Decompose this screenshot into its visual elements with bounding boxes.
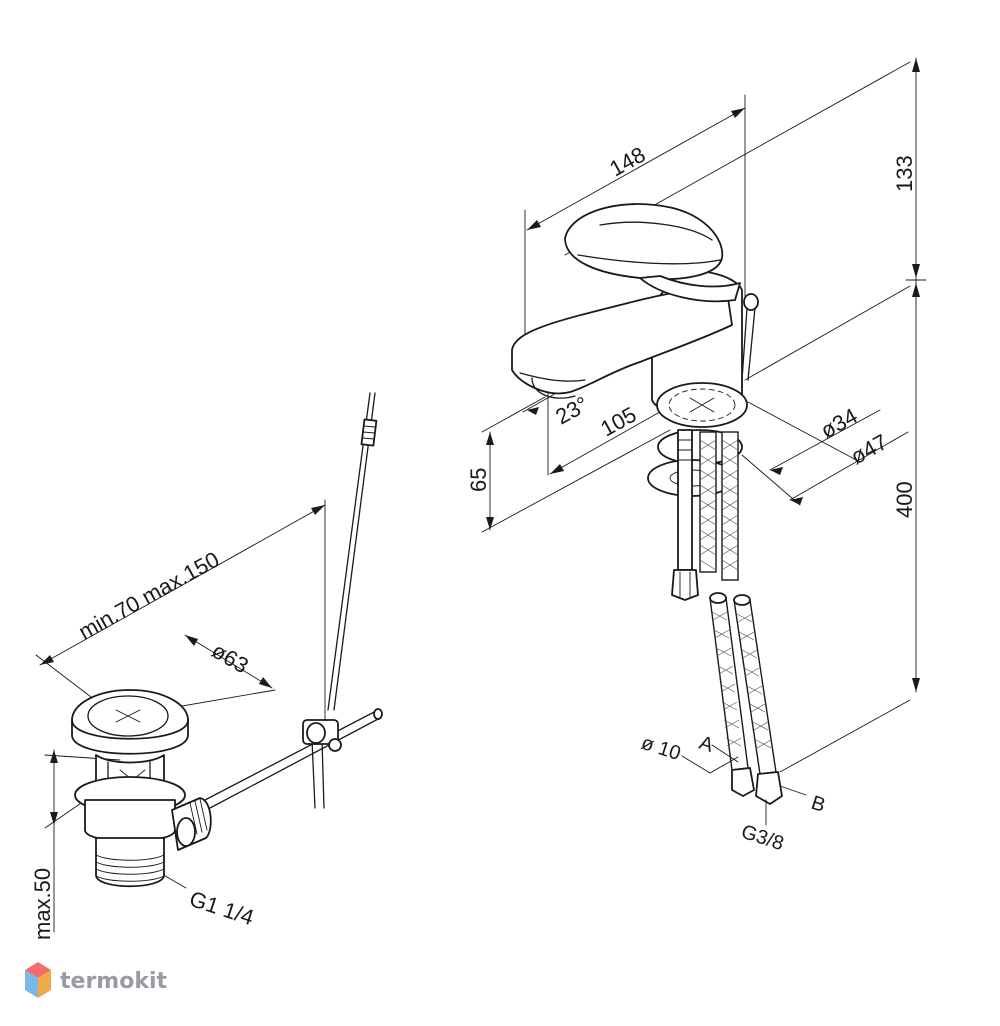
mounting-stud	[671, 429, 699, 601]
hoses-upper	[699, 431, 739, 581]
dim-d34: ø34	[816, 403, 861, 443]
label-a: A	[696, 732, 716, 757]
dim-105: 105	[596, 402, 640, 442]
label-b: B	[808, 792, 827, 817]
dim-148: 148	[605, 142, 649, 182]
drain-body	[71, 392, 383, 888]
hose-leaders	[681, 744, 807, 826]
hoses-lower	[709, 592, 783, 805]
dim-rod-range: min.70 max.150	[74, 547, 223, 645]
termokit-brand-text: termokit	[60, 969, 167, 994]
dim-133: 133	[892, 155, 917, 192]
dim-400: 400	[892, 481, 917, 518]
label-g38: G3/8	[738, 821, 786, 855]
faucet-body	[511, 203, 759, 497]
drain-dimension-lines	[35, 499, 326, 933]
dim-max50: max.50	[30, 868, 55, 940]
termokit-logo-icon	[25, 962, 51, 998]
dim-angle-23: 23°	[551, 391, 592, 429]
label-g114: G1 1/4	[186, 886, 257, 930]
dim-65: 65	[466, 468, 491, 492]
termokit-watermark: termokit	[25, 962, 167, 998]
faucet-dimension-lines	[481, 57, 927, 773]
label-hose-diameter: ø 10	[638, 732, 683, 765]
